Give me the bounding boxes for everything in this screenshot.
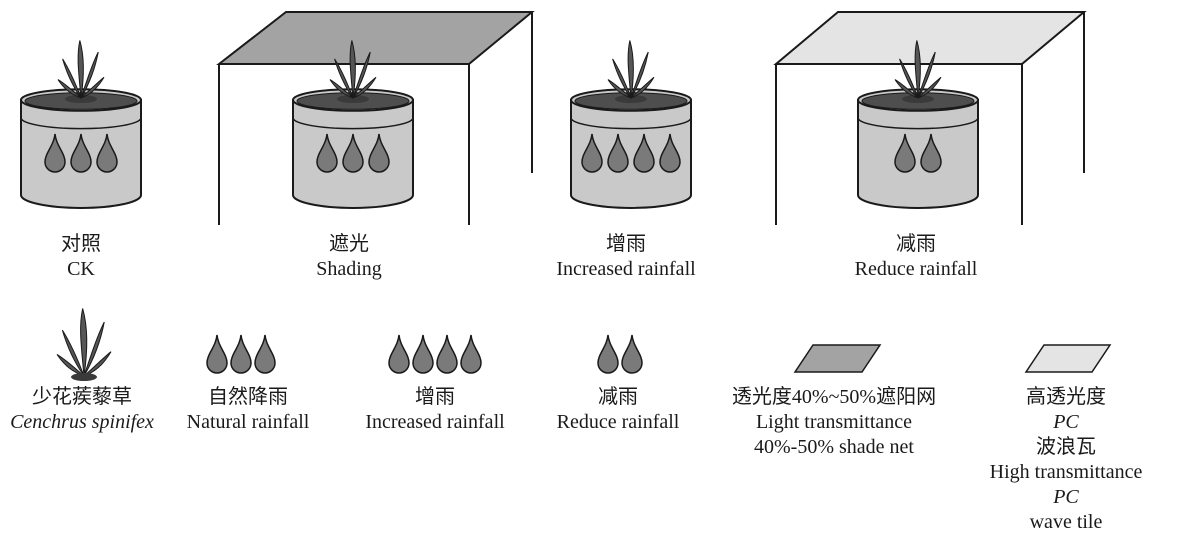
- plant-leaf: [630, 76, 655, 99]
- rain-drop-icon: [70, 133, 92, 173]
- pc-tile-panel: [773, 11, 1087, 65]
- plant-leaf: [77, 40, 84, 99]
- plant-icon: [56, 308, 112, 377]
- pot: [570, 40, 692, 209]
- plant-icon: [57, 40, 105, 99]
- plant-leaf: [80, 51, 99, 99]
- plant-leaf: [894, 79, 919, 99]
- rain-drop-icon: [894, 133, 916, 173]
- plant-leaf: [80, 308, 88, 377]
- plant-leaf: [83, 321, 105, 377]
- plant-leaf: [899, 58, 919, 99]
- rain-drop-icon: [316, 133, 338, 173]
- plant-mound: [337, 95, 369, 103]
- rain-drop-icon: [581, 133, 603, 173]
- pot: [857, 40, 979, 209]
- rain-drop-icon: [460, 334, 482, 374]
- rain-drop-icon: [597, 334, 619, 374]
- plant-leaf: [329, 79, 354, 99]
- rain-drop-icon: [96, 133, 118, 173]
- plant-leaf: [627, 40, 634, 99]
- rain-drop-icon: [254, 334, 276, 374]
- rain-drop-icon: [388, 334, 410, 374]
- plant-mound: [902, 95, 934, 103]
- plant-leaf: [352, 76, 377, 99]
- pot: [292, 40, 414, 209]
- rain-drop-icon: [44, 133, 66, 173]
- plant-mound: [615, 95, 647, 103]
- rain-drop-icon: [659, 133, 681, 173]
- plant-leaf: [630, 51, 649, 99]
- rain-drop-icon: [368, 133, 390, 173]
- rain-drop-icon: [607, 133, 629, 173]
- plant-base: [71, 373, 97, 381]
- plant-leaf: [612, 58, 632, 99]
- plant-leaf: [607, 79, 632, 99]
- plant-leaf: [57, 79, 82, 99]
- plant-leaf: [917, 51, 936, 99]
- plant-leaf: [334, 58, 354, 99]
- shade-net-panel: [216, 11, 535, 65]
- shade-net-swatch: [793, 344, 882, 373]
- pot-band: [857, 117, 979, 130]
- plant-leaf: [61, 329, 85, 377]
- plant-leaf: [914, 40, 921, 99]
- rain-drop-icon: [342, 133, 364, 173]
- rain-drop-icon: [436, 334, 458, 374]
- plant-leaf: [352, 51, 371, 99]
- pc-tile-swatch: [1024, 344, 1112, 373]
- pot-body: [857, 99, 979, 209]
- plant-icon: [329, 40, 377, 99]
- rain-drop-icon: [920, 133, 942, 173]
- pot-band: [292, 117, 414, 130]
- pot-band: [570, 117, 692, 130]
- rain-drop-icon: [206, 334, 228, 374]
- experiment-diagram: [20, 11, 1112, 381]
- pc-tile-roof: [773, 11, 1087, 225]
- plant-leaf: [56, 353, 85, 377]
- plant-leaf: [80, 76, 105, 99]
- rain-drop-icon: [230, 334, 252, 374]
- plant-leaf: [62, 58, 82, 99]
- plant-icon: [607, 40, 655, 99]
- rain-drop-icon: [633, 133, 655, 173]
- pot-band: [20, 117, 142, 130]
- plant-icon: [894, 40, 942, 99]
- plant-leaf: [917, 76, 942, 99]
- plant-leaf: [349, 40, 356, 99]
- rain-drop-icon: [412, 334, 434, 374]
- shade-net-roof: [216, 11, 535, 225]
- plant-mound: [65, 95, 97, 103]
- rain-drop-icon: [621, 334, 643, 374]
- pot: [20, 40, 142, 209]
- plant-leaf: [83, 351, 112, 377]
